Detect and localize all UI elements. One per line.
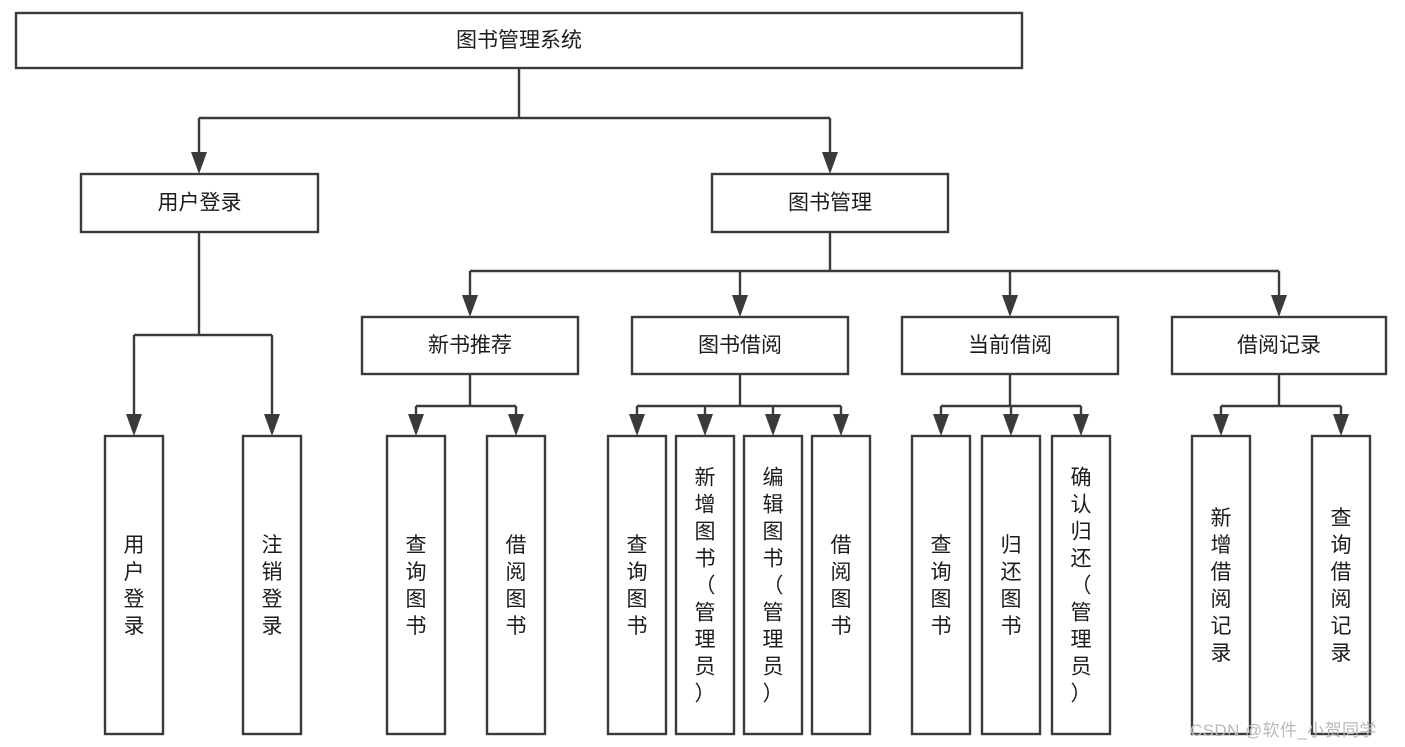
book-branch-arrow-head	[1002, 295, 1018, 317]
node-level3-3-box[interactable]	[1170, 315, 1388, 376]
node-leaf-11-box[interactable]	[1190, 434, 1252, 736]
node-leaf-4-label: 查询图书	[627, 534, 648, 638]
group-leaf-arrow-head	[1073, 414, 1089, 436]
node-leaf-2[interactable]: 查询图书	[385, 434, 447, 736]
root-branch-arrow-head	[191, 152, 207, 174]
node-level2-1-box[interactable]	[710, 172, 950, 234]
node-leaf-0[interactable]: 用户登录	[103, 434, 165, 736]
node-leaf-1[interactable]: 注销登录	[241, 434, 303, 736]
node-leaf-12-box[interactable]	[1310, 434, 1372, 736]
node-leaf-9[interactable]: 归还图书	[980, 434, 1042, 736]
node-level3-0[interactable]: 新书推荐	[360, 315, 580, 376]
node-leaf-3-box[interactable]	[485, 434, 547, 736]
node-leaf-4[interactable]: 查询图书	[606, 434, 668, 736]
book-branch-arrow-head	[732, 295, 748, 317]
node-leaf-0-box[interactable]	[103, 434, 165, 736]
group-leaf-arrow-head	[765, 414, 781, 436]
node-level2-0[interactable]: 用户登录	[79, 172, 320, 234]
node-leaf-9-box[interactable]	[980, 434, 1042, 736]
node-level3-2-label: 当前借阅	[968, 334, 1052, 357]
group-leaf-arrow-head	[1333, 414, 1349, 436]
node-root-box[interactable]	[14, 11, 1024, 70]
node-root-label: 图书管理系统	[456, 29, 582, 52]
group-leaf-arrow-head	[1003, 414, 1019, 436]
node-leaf-10-label: 确认归还（管理员）	[1071, 467, 1092, 706]
node-leaf-3-label: 借阅图书	[506, 534, 527, 638]
user-leaf-arrow-head	[126, 414, 142, 436]
node-leaf-12[interactable]: 查询借阅记录	[1310, 434, 1372, 736]
node-leaf-8[interactable]: 查询图书	[910, 434, 972, 736]
node-root[interactable]: 图书管理系统	[14, 11, 1024, 70]
group-leaf-arrow-head	[629, 414, 645, 436]
node-leaf-6[interactable]: 编辑图书（管理员）	[742, 434, 804, 736]
node-leaf-7-label: 借阅图书	[831, 534, 852, 638]
node-leaf-12-label: 查询借阅记录	[1331, 507, 1352, 665]
group-leaf-arrow-head	[508, 414, 524, 436]
root-branch-arrow-head	[822, 152, 838, 174]
book-branch-arrow-head	[1271, 295, 1287, 317]
node-leaf-11-label: 新增借阅记录	[1211, 507, 1232, 665]
node-leaf-2-box[interactable]	[385, 434, 447, 736]
node-level2-1-label: 图书管理	[788, 192, 872, 215]
node-level3-0-box[interactable]	[360, 315, 580, 376]
node-leaf-6-label: 编辑图书（管理员）	[763, 467, 784, 706]
node-leaf-1-box[interactable]	[241, 434, 303, 736]
node-leaf-5-box[interactable]	[674, 434, 736, 736]
node-layer: 图书管理系统用户登录图书管理新书推荐图书借阅当前借阅借阅记录用户登录注销登录查询…	[14, 11, 1388, 736]
group-leaf-arrow-head	[408, 414, 424, 436]
book-branch-arrow-head	[462, 295, 478, 317]
node-level2-0-box[interactable]	[79, 172, 320, 234]
node-leaf-10-box[interactable]	[1050, 434, 1112, 736]
node-leaf-7[interactable]: 借阅图书	[810, 434, 872, 736]
node-level3-1[interactable]: 图书借阅	[630, 315, 850, 376]
node-leaf-8-label: 查询图书	[931, 534, 952, 638]
node-leaf-1-label: 注销登录	[262, 534, 283, 638]
node-leaf-11[interactable]: 新增借阅记录	[1190, 434, 1252, 736]
node-level3-1-label: 图书借阅	[698, 334, 782, 357]
node-level2-0-label: 用户登录	[158, 192, 242, 215]
node-leaf-0-label: 用户登录	[124, 534, 145, 638]
node-level3-2[interactable]: 当前借阅	[900, 315, 1120, 376]
node-leaf-2-label: 查询图书	[406, 534, 427, 638]
node-leaf-7-box[interactable]	[810, 434, 872, 736]
node-leaf-9-label: 归还图书	[1001, 534, 1022, 638]
node-leaf-4-box[interactable]	[606, 434, 668, 736]
node-leaf-10[interactable]: 确认归还（管理员）	[1050, 434, 1112, 736]
node-level3-2-box[interactable]	[900, 315, 1120, 376]
node-leaf-5[interactable]: 新增图书（管理员）	[674, 434, 736, 736]
node-level3-0-label: 新书推荐	[428, 334, 512, 357]
group-leaf-arrow-head	[833, 414, 849, 436]
csdn-watermark: CSDN @软件_小贺同学	[1190, 721, 1377, 740]
user-leaf-arrow-head	[264, 414, 280, 436]
group-leaf-arrow-head	[697, 414, 713, 436]
node-leaf-6-box[interactable]	[742, 434, 804, 736]
node-leaf-5-label: 新增图书（管理员）	[695, 467, 716, 706]
node-level3-3-label: 借阅记录	[1237, 334, 1321, 357]
connector-layer	[126, 68, 1349, 436]
node-level3-3[interactable]: 借阅记录	[1170, 315, 1388, 376]
node-level3-1-box[interactable]	[630, 315, 850, 376]
node-level2-1[interactable]: 图书管理	[710, 172, 950, 234]
group-leaf-arrow-head	[1213, 414, 1229, 436]
group-leaf-arrow-head	[933, 414, 949, 436]
node-leaf-3[interactable]: 借阅图书	[485, 434, 547, 736]
node-leaf-8-box[interactable]	[910, 434, 972, 736]
